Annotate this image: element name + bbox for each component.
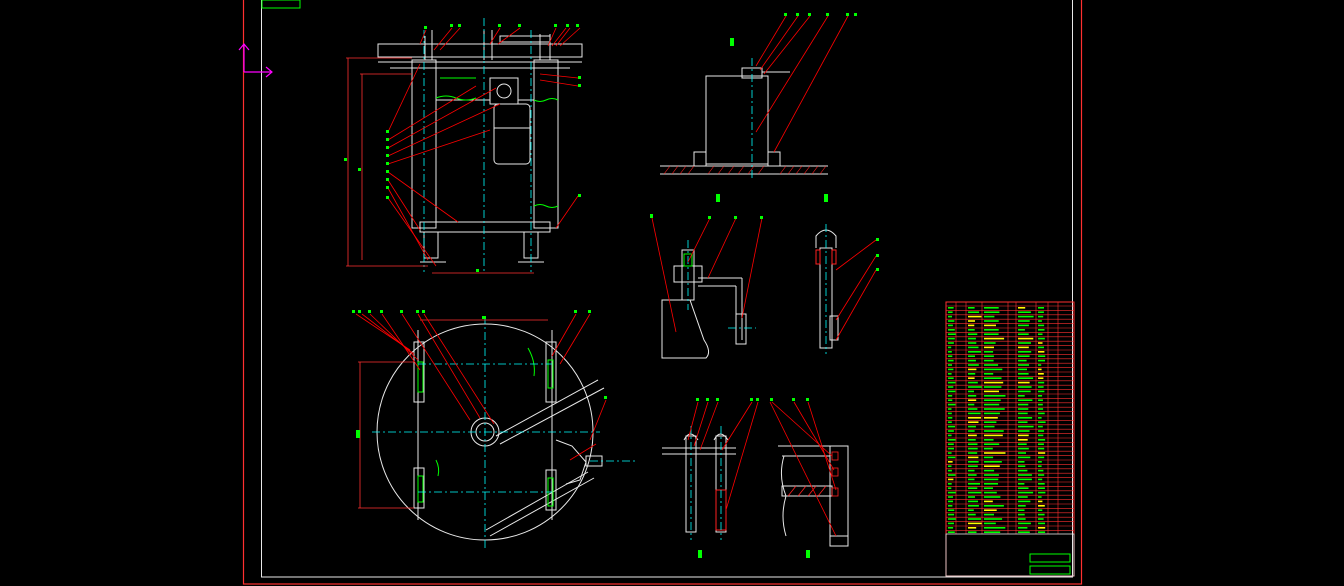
front-elevation-view <box>344 18 583 274</box>
bolt-detail <box>662 398 759 558</box>
ucs-axis-icon <box>238 43 273 78</box>
front-view-balloons <box>386 24 581 199</box>
plan-view <box>352 310 636 548</box>
flange-detail <box>815 194 879 354</box>
wall-section-detail <box>769 398 849 558</box>
motor-mount-detail <box>660 13 857 180</box>
parts-list-table <box>945 301 1075 577</box>
sheet-border <box>242 0 1083 585</box>
bracket-detail <box>650 194 763 359</box>
